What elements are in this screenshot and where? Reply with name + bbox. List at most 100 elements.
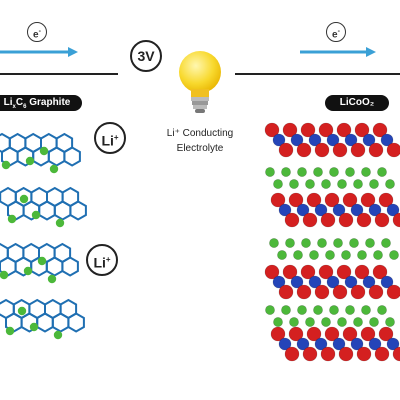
cobalt-atom (314, 203, 328, 217)
graphite-anode-structure (0, 132, 87, 340)
lithium-atom (293, 250, 303, 260)
oxygen-atom (296, 142, 312, 158)
oxygen-atom (386, 284, 400, 300)
lithium-ion-badge-bottom: Li+ (86, 244, 118, 276)
lithium-atom (333, 238, 343, 248)
oxygen-atom (278, 142, 294, 158)
ion-bottom-label: Li (93, 254, 106, 271)
electron-right-sup: - (337, 28, 340, 35)
lithium-atom (385, 179, 395, 189)
electron-flow-arrow-left (0, 47, 78, 57)
oxygen-atom (324, 326, 340, 342)
oxygen-atom (284, 212, 300, 228)
lithium-atom (47, 274, 57, 284)
graphite-hexagon (67, 312, 85, 333)
cobalt-atom (344, 275, 358, 289)
cobalt-atom (278, 337, 292, 351)
cobalt-atom (362, 133, 376, 147)
oxygen-atom (368, 284, 384, 300)
ion-top-sup: + (113, 133, 119, 142)
lithium-atom (49, 164, 59, 174)
cathode-label: LiCoO₂ (325, 95, 389, 111)
graphite-hexagon (38, 200, 56, 221)
lithium-atom (337, 317, 347, 327)
lithium-atom (25, 156, 35, 166)
cobalt-atom (350, 337, 364, 351)
oxygen-atom (342, 192, 358, 208)
lithium-atom (273, 317, 283, 327)
cobalt-atom (362, 275, 376, 289)
lithium-atom (55, 218, 65, 228)
oxygen-atom (368, 142, 384, 158)
lithium-atom (357, 250, 367, 260)
oxygen-atom (264, 264, 280, 280)
cobalt-atom (386, 203, 400, 217)
cobalt-atom (326, 133, 340, 147)
anode-label: LixC6 Graphite (0, 95, 82, 111)
oxygen-atom (342, 326, 358, 342)
oxygen-atom (392, 346, 400, 362)
oxygen-atom (302, 346, 318, 362)
lithium-ion-badge-top: Li+ (94, 122, 126, 154)
lithium-atom (269, 238, 279, 248)
cobalt-atom (290, 133, 304, 147)
graphite-hexagon (53, 200, 72, 221)
lithium-atom (345, 305, 355, 315)
oxygen-atom (354, 122, 370, 138)
lithium-atom (361, 167, 371, 177)
lithium-atom (301, 238, 311, 248)
oxygen-atom (264, 122, 280, 138)
oxygen-atom (318, 264, 334, 280)
lithium-atom (31, 210, 41, 220)
oxygen-atom (374, 212, 390, 228)
oxygen-atom (302, 212, 318, 228)
lithium-atom (297, 305, 307, 315)
graphite-hexagon (63, 146, 81, 167)
lithium-atom (7, 214, 17, 224)
cobalt-atom (308, 275, 322, 289)
oxygen-atom (354, 264, 370, 280)
oxygen-atom (336, 264, 352, 280)
cobalt-atom (368, 203, 382, 217)
electrolyte-line1: Li⁺ Conducting (166, 128, 234, 139)
oxygen-atom (338, 346, 354, 362)
lithium-atom (289, 317, 299, 327)
electrolyte-line2: Electrolyte (176, 143, 224, 154)
electron-badge-left: e- (27, 22, 47, 42)
lithium-atom (265, 305, 275, 315)
cobalt-atom (386, 337, 400, 351)
lithium-atom (381, 238, 391, 248)
lithium-atom (317, 238, 327, 248)
oxygen-atom (282, 264, 298, 280)
anode-suffix: Graphite (26, 97, 71, 108)
lithium-atom (345, 167, 355, 177)
anode-mid: C (15, 97, 24, 108)
oxygen-atom (338, 212, 354, 228)
lithium-atom (297, 167, 307, 177)
cobalt-atom (308, 133, 322, 147)
graphite-hexagon (61, 256, 79, 277)
lithium-atom (273, 179, 283, 189)
cobalt-atom (368, 337, 382, 351)
oxygen-atom (332, 284, 348, 300)
oxygen-atom (374, 346, 390, 362)
lithium-atom (321, 317, 331, 327)
lithium-atom (353, 317, 363, 327)
oxygen-atom (356, 212, 372, 228)
electrolyte-caption: Li⁺ Conducting Electrolyte (145, 126, 255, 156)
lithium-atom (313, 305, 323, 315)
oxygen-atom (284, 346, 300, 362)
lithium-atom (341, 250, 351, 260)
oxygen-atom (278, 284, 294, 300)
oxygen-atom (372, 122, 388, 138)
oxygen-atom (306, 192, 322, 208)
oxygen-atom (288, 326, 304, 342)
lithium-atom (349, 238, 359, 248)
lithium-atom (377, 305, 387, 315)
cathode-text: LiCoO₂ (339, 97, 375, 108)
oxygen-atom (306, 326, 322, 342)
oxygen-atom (296, 284, 312, 300)
lithium-atom (277, 250, 287, 260)
oxygen-atom (356, 346, 372, 362)
lithium-atom (39, 146, 49, 156)
